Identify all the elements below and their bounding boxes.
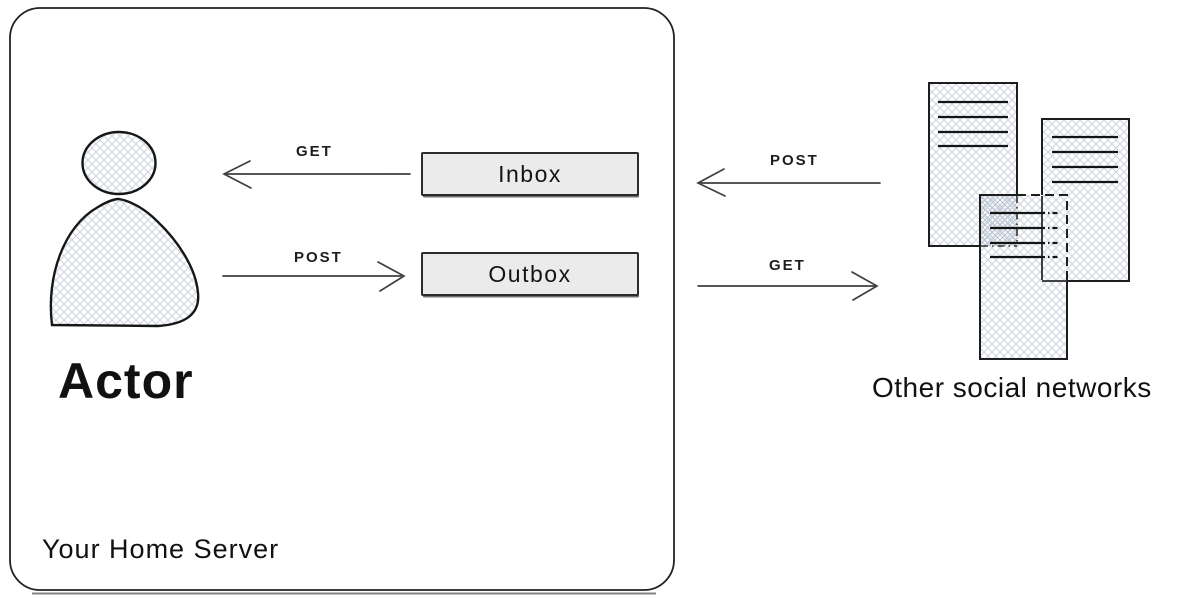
post-internal-arrow-label: POST — [294, 249, 343, 266]
arrow-get-inbox-to-actor — [222, 160, 411, 189]
actor-body — [49, 197, 200, 328]
actor-label: Actor — [58, 353, 194, 409]
document-1-hidden-edges — [981, 196, 1018, 247]
inbox-node: Inbox — [421, 152, 639, 196]
post-federation-arrow-label: POST — [770, 152, 819, 169]
document-2-overlap-edges — [1041, 196, 1067, 282]
person-icon — [49, 130, 200, 328]
outbox-label: Outbox — [488, 260, 572, 287]
outbox-node: Outbox — [421, 252, 639, 296]
documents-stack-icon — [928, 82, 1130, 360]
document-card-3 — [979, 194, 1068, 360]
inbox-label: Inbox — [498, 160, 562, 187]
actor-head — [81, 130, 157, 196]
arrow-post-to-inbox — [696, 168, 881, 197]
home-server-caption: Your Home Server — [42, 534, 280, 564]
get-internal-arrow-label: GET — [296, 143, 333, 160]
get-federation-arrow-label: GET — [769, 257, 806, 274]
other-networks-caption: Other social networks — [872, 372, 1152, 403]
overlap-dense-hatch — [981, 196, 1017, 246]
arrow-get-from-outbox — [697, 271, 879, 301]
arrow-post-actor-to-outbox — [222, 261, 406, 292]
